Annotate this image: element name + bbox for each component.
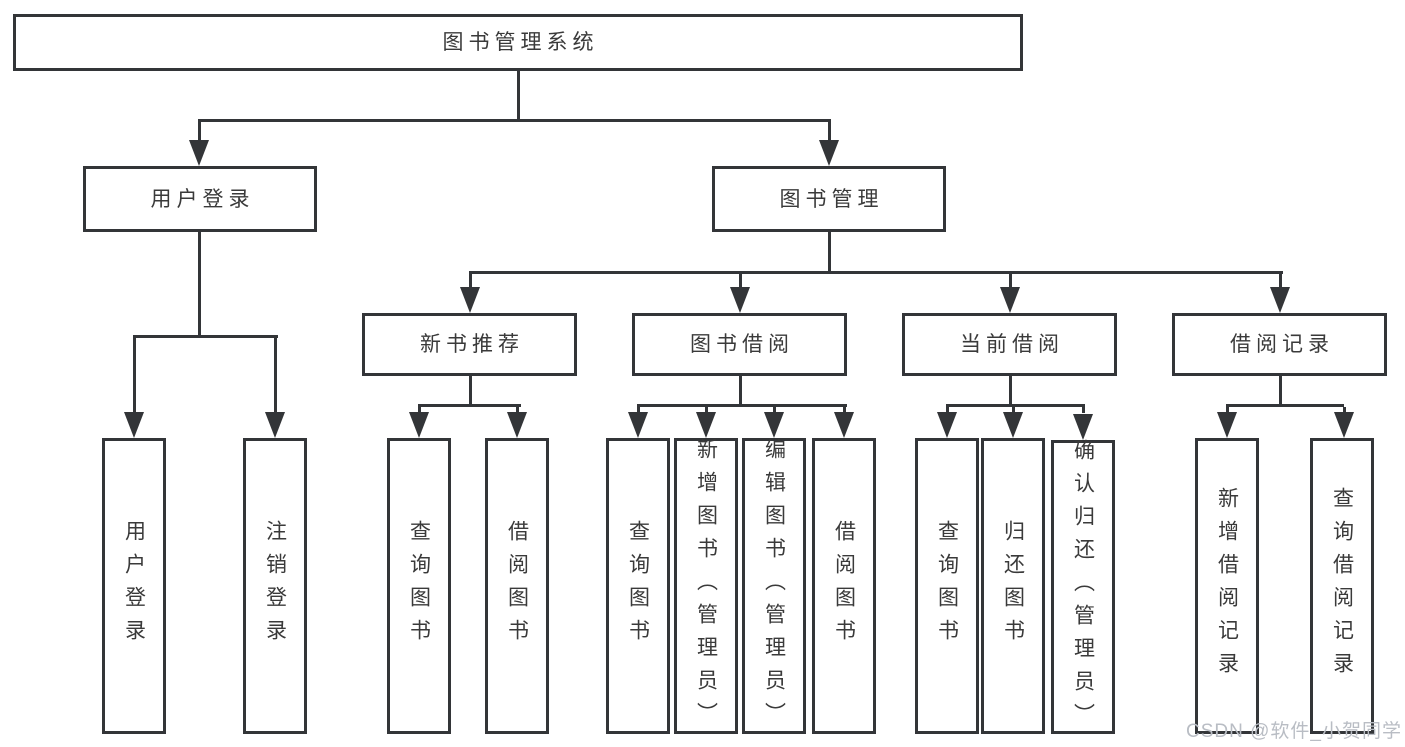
connector-stem <box>469 376 472 407</box>
connector-leaf-rail <box>637 404 847 407</box>
leaf-label: 借阅图书 <box>505 520 529 652</box>
connector-stem <box>133 338 136 412</box>
connector-user-leaf-rail <box>133 335 278 338</box>
arrow-down-icon <box>1003 412 1023 438</box>
connector-root-stem <box>517 71 520 122</box>
arrow-down-icon <box>1073 414 1093 440</box>
leaf-borrow-books-recommend: 借阅图书 <box>485 438 549 734</box>
leaf-borrow-books: 借阅图书 <box>812 438 876 734</box>
leaf-query-borrow-record: 查询借阅记录 <box>1310 438 1374 734</box>
csdn-watermark: CSDN @软件_小贺同学 <box>1186 721 1402 742</box>
connector-user-login-stem <box>198 232 201 338</box>
leaf-label: 查询借阅记录 <box>1330 487 1354 685</box>
node-label: 新书推荐 <box>420 333 524 356</box>
leaf-add-book-admin: 新增图书（管理员） <box>674 437 738 735</box>
leaf-logout: 注销登录 <box>243 438 307 734</box>
node-label: 图书借阅 <box>690 333 794 356</box>
leaf-label: 借阅图书 <box>832 520 856 652</box>
leaf-query-books-borrow: 查询图书 <box>606 438 670 734</box>
node-label: 借阅记录 <box>1230 333 1334 356</box>
node-label: 图书管理系统 <box>442 31 599 54</box>
connector-stem <box>1082 407 1085 413</box>
connector-stem <box>637 407 640 413</box>
connector-stem <box>828 122 831 143</box>
arrow-down-icon <box>1270 287 1290 313</box>
connector-stem <box>1343 407 1346 413</box>
connector-stem <box>1279 274 1282 288</box>
arrow-down-icon <box>1000 287 1020 313</box>
node-book-borrow: 图书借阅 <box>632 313 847 376</box>
leaf-query-books-current: 查询图书 <box>915 438 979 734</box>
arrow-down-icon <box>730 287 750 313</box>
leaf-label: 新增图书（管理员） <box>694 437 718 735</box>
leaf-query-books-recommend: 查询图书 <box>387 438 451 734</box>
leaf-add-borrow-record: 新增借阅记录 <box>1195 438 1259 734</box>
connector-stem <box>1279 376 1282 407</box>
arrow-down-icon <box>834 412 854 438</box>
leaf-label: 编辑图书（管理员） <box>762 437 786 735</box>
node-current-borrow: 当前借阅 <box>902 313 1117 376</box>
connector-level3-rail <box>469 271 1283 274</box>
node-book-management: 图书管理 <box>712 166 946 232</box>
connector-book-mgmt-stem <box>828 232 831 274</box>
arrow-down-icon <box>265 412 285 438</box>
node-new-book-recommend: 新书推荐 <box>362 313 577 376</box>
leaf-edit-book-admin: 编辑图书（管理员） <box>742 437 806 735</box>
leaf-label: 用户登录 <box>122 520 146 652</box>
arrow-down-icon <box>507 412 527 438</box>
arrow-down-icon <box>409 412 429 438</box>
arrow-down-icon <box>124 412 144 438</box>
leaf-label: 确认归还（管理员） <box>1071 438 1095 736</box>
connector-stem <box>516 407 519 413</box>
arrow-down-icon <box>1217 412 1237 438</box>
connector-stem <box>946 407 949 413</box>
arrow-down-icon <box>189 140 209 166</box>
leaf-label: 新增借阅记录 <box>1215 487 1239 685</box>
connector-stem <box>705 407 708 413</box>
node-label: 图书管理 <box>779 187 884 211</box>
node-borrow-records: 借阅记录 <box>1172 313 1387 376</box>
leaf-label: 查询图书 <box>407 520 431 652</box>
arrow-down-icon <box>460 287 480 313</box>
leaf-label: 查询图书 <box>935 520 959 652</box>
connector-stem <box>1012 407 1015 413</box>
arrow-down-icon <box>764 412 784 438</box>
connector-stem <box>739 274 742 288</box>
node-label: 当前借阅 <box>960 333 1064 356</box>
arrow-down-icon <box>1334 412 1354 438</box>
connector-stem <box>1009 274 1012 288</box>
leaf-label: 查询图书 <box>626 520 650 652</box>
connector-stem <box>1226 407 1229 413</box>
leaf-return-book: 归还图书 <box>981 438 1045 734</box>
connector-stem <box>843 407 846 413</box>
arrow-down-icon <box>628 412 648 438</box>
connector-stem <box>418 407 421 413</box>
leaf-confirm-return-admin: 确认归还（管理员） <box>1051 438 1115 736</box>
connector-leaf-rail <box>946 404 1085 407</box>
node-user-login: 用户登录 <box>83 166 317 232</box>
connector-stem <box>739 376 742 407</box>
connector-stem <box>1009 376 1012 407</box>
connector-stem <box>274 338 277 412</box>
arrow-down-icon <box>819 140 839 166</box>
arrow-down-icon <box>937 412 957 438</box>
leaf-label: 归还图书 <box>1001 520 1025 652</box>
node-library-system: 图书管理系统 <box>13 14 1023 71</box>
connector-leaf-rail <box>1226 404 1344 407</box>
node-label: 用户登录 <box>150 187 255 211</box>
leaf-label: 注销登录 <box>263 520 287 652</box>
arrow-down-icon <box>696 412 716 438</box>
connector-stem <box>198 122 201 143</box>
leaf-user-login: 用户登录 <box>102 438 166 734</box>
connector-leaf-rail <box>418 404 521 407</box>
connector-stem <box>469 274 472 288</box>
connector-level2-rail <box>198 119 831 122</box>
connector-stem <box>773 407 776 413</box>
